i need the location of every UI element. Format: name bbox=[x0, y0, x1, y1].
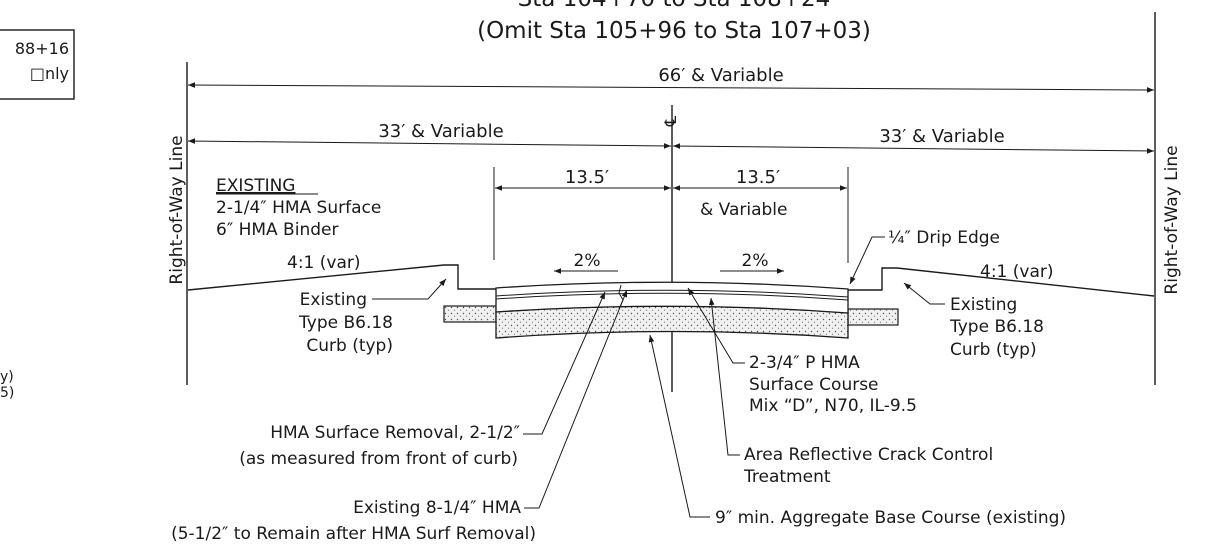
existing-line2: 6″ HMA Binder bbox=[216, 220, 338, 240]
existing-hma-line1: Existing 8-1/4″ HMA bbox=[353, 498, 521, 518]
right-curb-line3: Curb (typ) bbox=[950, 340, 1037, 360]
left-curb-line1: Existing bbox=[300, 290, 367, 310]
aggregate-base-label: 9″ min. Aggregate Base Course (existing) bbox=[715, 508, 1066, 528]
left-slope-label: 4:1 (var) bbox=[287, 253, 361, 273]
right-half-label: 33′ & Variable bbox=[879, 126, 1004, 147]
right-curb-line1: Existing bbox=[950, 295, 1017, 315]
left-cross-slope-label: 2% bbox=[574, 251, 601, 271]
surface-course-line3: Mix “D”, N70, IL-9.5 bbox=[749, 396, 917, 416]
right-slope-label: 4:1 (var) bbox=[980, 262, 1054, 282]
left-fragment-box: 88+16 □nly bbox=[0, 29, 75, 100]
crack-control-line1: Area Reflective Crack Control bbox=[744, 445, 993, 465]
centerline-symbol: ℄ bbox=[661, 115, 680, 127]
existing-heading: EXISTING bbox=[216, 176, 295, 196]
existing-line1: 2-1/4″ HMA Surface bbox=[216, 198, 381, 218]
drip-edge-leader bbox=[849, 236, 885, 285]
right-curb-leader bbox=[903, 282, 945, 305]
drip-edge-label: ¼″ Drip Edge bbox=[888, 228, 1000, 248]
right-lane-label: 13.5′ bbox=[736, 167, 780, 188]
total-width-label: 66′ & Variable bbox=[658, 65, 783, 86]
fragment-paren-line2: 5) bbox=[0, 385, 14, 401]
total-width-dim bbox=[187, 82, 1155, 93]
crack-control-leader bbox=[708, 297, 740, 456]
omit-range-title: (Omit Sta 105+96 to Sta 107+03) bbox=[477, 18, 871, 44]
surface-removal-leader bbox=[523, 291, 606, 435]
right-ground-slope bbox=[848, 267, 1155, 297]
left-curb-line3: Curb (typ) bbox=[306, 336, 393, 356]
right-curb-line2: Type B6.18 bbox=[949, 317, 1044, 337]
pavement-section bbox=[495, 281, 849, 339]
fragment-box-line2: □nly bbox=[30, 64, 69, 83]
surface-removal-line1: HMA Surface Removal, 2-1/2″ bbox=[270, 423, 520, 443]
station-range-title: Sta 104+70 to Sta 108+24 bbox=[518, 0, 831, 12]
right-shoulder-base bbox=[847, 308, 899, 326]
left-half-dim bbox=[187, 138, 672, 149]
surface-course-line1: 2-3/4″ P HMA bbox=[749, 353, 860, 373]
surface-course-line2: Surface Course bbox=[749, 375, 879, 395]
existing-hma-leader bbox=[524, 289, 628, 509]
fragment-box-line1: 88+16 bbox=[15, 39, 69, 58]
left-shoulder-base bbox=[443, 305, 497, 323]
right-lane-note: & Variable bbox=[700, 200, 788, 220]
left-half-label: 33′ & Variable bbox=[378, 121, 503, 142]
left-lane-label: 13.5′ bbox=[565, 167, 609, 188]
left-row-label: Right-of-Way Line bbox=[167, 135, 187, 284]
right-half-dim bbox=[672, 143, 1155, 154]
left-curb-leader bbox=[372, 278, 447, 300]
fragment-paren-line1: y) bbox=[0, 369, 14, 385]
left-curb-line2: Type B6.18 bbox=[298, 313, 393, 333]
existing-hma-line2: (5-1/2″ to Remain after HMA Surf Removal… bbox=[171, 524, 536, 544]
right-row-label: Right-of-Way Line bbox=[1162, 145, 1182, 294]
right-cross-slope-label: 2% bbox=[742, 251, 769, 271]
crack-control-line2: Treatment bbox=[743, 467, 831, 487]
surface-course-leader bbox=[687, 287, 745, 364]
left-ground-slope bbox=[187, 264, 497, 291]
aggregate-base-leader bbox=[648, 334, 710, 518]
surface-removal-line2: (as measured from front of curb) bbox=[239, 449, 518, 469]
